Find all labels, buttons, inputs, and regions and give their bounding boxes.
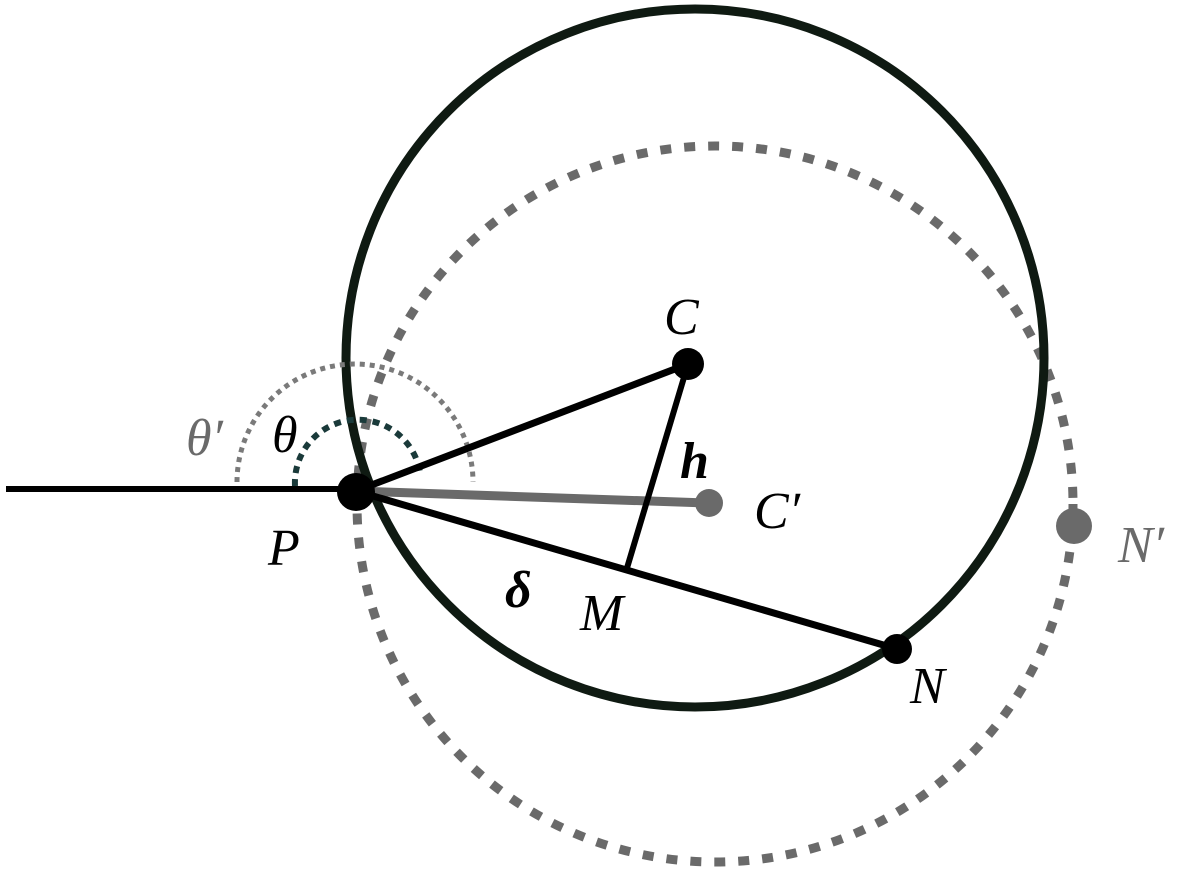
chord-p-n: [355, 487, 898, 653]
label-c: C: [664, 289, 700, 346]
label-delta: δ: [505, 562, 532, 619]
point-c: [672, 348, 704, 380]
label-theta-prime: θ′: [186, 410, 225, 467]
theta-arc: [291, 416, 423, 487]
segment-p-c: [354, 360, 690, 495]
label-n-prime: N′: [1117, 517, 1166, 574]
label-m: M: [579, 585, 626, 642]
segment-h: [624, 363, 691, 569]
point-p: [337, 473, 375, 511]
segment-p-c-prime: [355, 486, 708, 508]
point-c-prime: [695, 489, 723, 517]
point-n-prime: [1056, 508, 1092, 544]
label-n: N: [909, 658, 948, 715]
point-n: [882, 634, 912, 664]
label-p: P: [267, 520, 300, 577]
theta-prime-arc: [234, 361, 476, 483]
dotted-circle-c-prime: [352, 141, 1078, 867]
label-theta: θ: [272, 407, 298, 464]
label-h: h: [680, 433, 709, 490]
label-c-prime: C′: [754, 483, 802, 540]
solid-circle-c: [341, 4, 1049, 712]
